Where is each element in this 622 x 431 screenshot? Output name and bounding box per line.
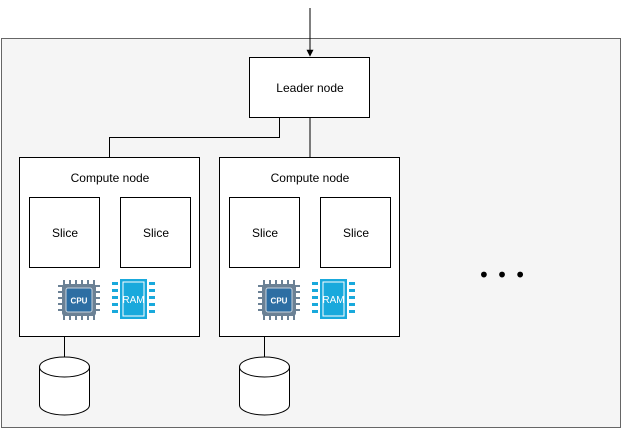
slice-label: Slice [143, 226, 169, 240]
ram-label: RAM [322, 295, 344, 306]
compute-node-label: Compute node [71, 171, 150, 185]
slice-box [120, 197, 191, 268]
ram-chip-icon: RAM [112, 279, 155, 319]
compute-node-label: Compute node [271, 171, 350, 185]
connector-leader-to-node-1 [109, 118, 280, 157]
leader-node-label: Leader node [276, 81, 344, 95]
cpu-chip-icon: CPU [58, 280, 100, 320]
cpu-chip-icon: CPU [258, 280, 300, 320]
slice-box [229, 197, 300, 268]
slice-box [29, 197, 100, 268]
slice-box [320, 197, 391, 268]
compute-node-1: Compute node Slice Slice CPU RAM [19, 157, 200, 337]
slice-label: Slice [343, 226, 369, 240]
slice-label: Slice [252, 226, 278, 240]
cpu-label: CPU [71, 297, 88, 306]
slice-label: Slice [52, 226, 78, 240]
leader-node: Leader node [249, 57, 370, 118]
more-nodes-indicator: • • • [478, 263, 526, 287]
ram-label: RAM [122, 295, 144, 306]
database-cylinder-icon [239, 356, 290, 416]
cpu-label: CPU [271, 297, 288, 306]
database-cylinder-icon [39, 356, 90, 416]
ram-chip-icon: RAM [312, 279, 355, 319]
compute-node-2: Compute node Slice Slice CPU RAM [219, 157, 400, 337]
